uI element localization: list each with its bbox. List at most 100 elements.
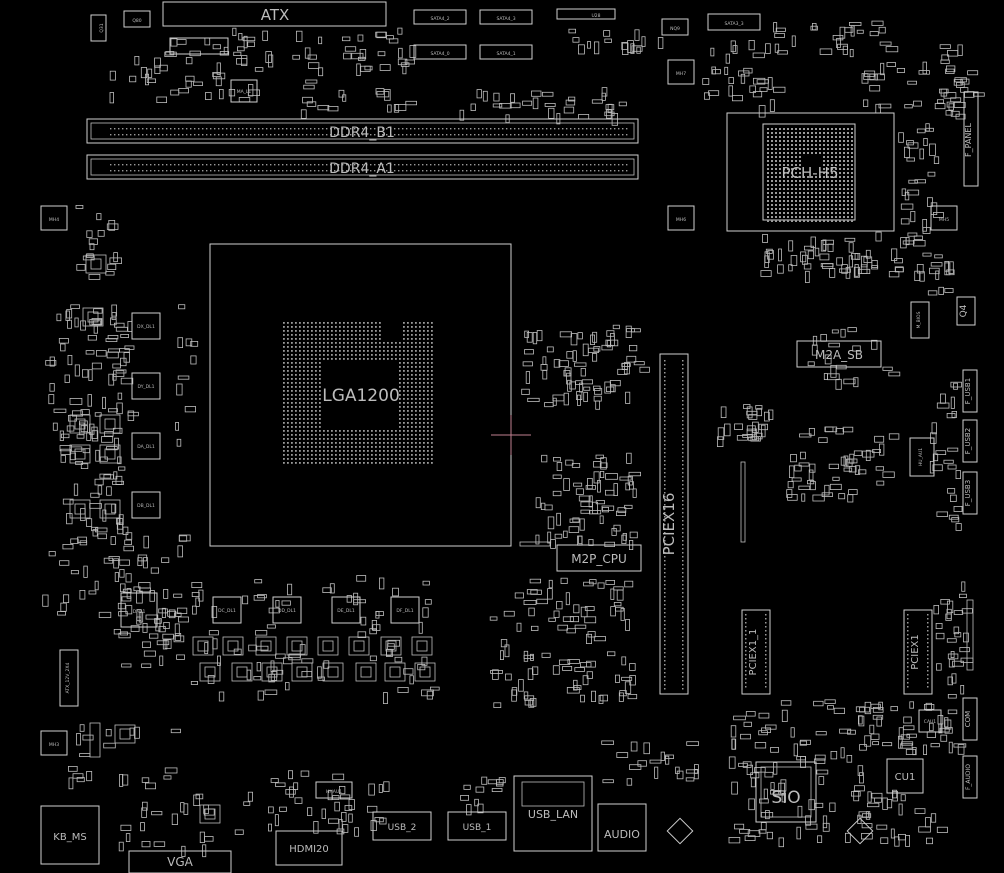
svg-text:NQ9: NQ9 (670, 26, 680, 32)
svg-text:DAU1: DAU1 (133, 609, 146, 615)
cu1-chip: CU1 (886, 758, 924, 794)
q80-component: Q80 (123, 10, 151, 28)
f-audio-header: F_AUDIO (962, 755, 978, 799)
inductor-de: DE_DL1 (331, 596, 361, 624)
atx-label: ATX (261, 6, 290, 24)
svg-text:SATA4_3: SATA4_3 (496, 16, 515, 22)
svg-text:Q80: Q80 (132, 18, 141, 24)
svg-text:DB_DL1: DB_DL1 (137, 503, 155, 509)
svg-text:DDR4_B1: DDR4_B1 (329, 125, 395, 141)
front-panel-header: F_PANEL (963, 91, 979, 187)
m2a-sb-slot: M2A_SB (796, 340, 882, 368)
nq9-component: NQ9 (661, 18, 689, 36)
vga-port: VGA (128, 850, 232, 873)
pch-chip: PCH-H5 (726, 112, 895, 232)
svg-text:DA_DL1: DA_DL1 (137, 444, 155, 450)
usb-lan-port: USB_LAN (513, 775, 593, 852)
f-usb3-header: F_USB3 (962, 471, 978, 515)
svg-text:HU_AU1: HU_AU1 (918, 448, 924, 466)
u28-component: U28 (556, 8, 616, 20)
svg-text:PCIEX16: PCIEX16 (660, 493, 678, 556)
sata-3-3: SATA3_3 (707, 13, 761, 31)
svg-text:DX_DL1: DX_DL1 (137, 324, 155, 330)
inductor-dy: DY_DL1 (131, 372, 161, 400)
dau1-chip: DAU1 (120, 592, 158, 628)
svg-text:COM: COM (964, 711, 972, 727)
svg-text:HHAU1: HHAU1 (326, 789, 342, 795)
svg-text:PCH-H5: PCH-H5 (781, 164, 838, 182)
diamond-part-1 (666, 817, 694, 845)
sata-4-0: SATA4_0 (413, 44, 467, 60)
usb2-port: USB_2 (372, 811, 432, 841)
svg-text:F_USB2: F_USB2 (964, 428, 972, 454)
f-usb1-header: F_USB1 (962, 369, 978, 413)
mount-hole-mh7: MH7 (667, 59, 695, 85)
svg-text:DC_DL1: DC_DL1 (218, 608, 236, 614)
inductor-da: DA_DL1 (131, 432, 161, 460)
svg-text:F_USB1: F_USB1 (964, 378, 972, 404)
svg-text:M2P_CPU: M2P_CPU (571, 552, 627, 566)
kb-ms-port: KB_MS (40, 805, 100, 865)
pciex1-1-slot: PCIEX1_1 (741, 609, 771, 695)
sio-chip: SIO (755, 761, 817, 823)
svg-text:Q4: Q4 (959, 304, 969, 317)
svg-text:SATA4_1: SATA4_1 (496, 51, 515, 57)
svg-text:M_BIOS: M_BIOS (916, 311, 922, 328)
inductor-dc: DC_DL1 (212, 596, 242, 624)
svg-text:MH5: MH5 (939, 217, 949, 223)
pciex16-slot: PCIEX16 (659, 353, 689, 695)
svg-text:PCIEX1_1: PCIEX1_1 (748, 629, 759, 676)
svg-text:SATA3_3: SATA3_3 (724, 21, 743, 27)
mount-hole-mh3: MH3 (40, 730, 68, 756)
svg-text:U28: U28 (591, 13, 600, 19)
svg-text:PCIEX1: PCIEX1 (910, 634, 921, 670)
pciex1-2-slot: PCIEX1 (903, 609, 933, 695)
f-usb2-header: F_USB2 (962, 419, 978, 463)
svg-text:DDR4_A1: DDR4_A1 (329, 161, 395, 177)
svg-text:HDMI20: HDMI20 (289, 844, 329, 855)
hdmi-port: HDMI20 (275, 830, 343, 866)
svg-text:USB_2: USB_2 (388, 823, 417, 833)
svg-text:F_AUDIO: F_AUDIO (965, 764, 972, 790)
sata-4-3: SATA4_3 (479, 9, 533, 25)
svg-text:MH4: MH4 (49, 217, 59, 223)
svg-text:KB_MS: KB_MS (53, 832, 86, 843)
svg-text:AUDIO: AUDIO (604, 828, 640, 841)
crosshair-marker (491, 415, 531, 455)
svg-text:DD_DL1: DD_DL1 (278, 608, 296, 614)
mount-hole-mh6: MH6 (667, 205, 695, 231)
diamond-part-2 (846, 817, 874, 845)
svg-text:LGA1200: LGA1200 (322, 386, 400, 406)
inductor-dd: DD_DL1 (272, 596, 302, 624)
svg-text:MA_L1: MA_L1 (237, 89, 252, 95)
inductor-db: DB_DL1 (131, 491, 161, 519)
svg-text:MH6: MH6 (676, 217, 686, 223)
svg-text:Q31: Q31 (99, 23, 105, 32)
mount-hole-mh4: MH4 (40, 205, 68, 231)
svg-text:F_USB3: F_USB3 (964, 480, 972, 506)
usb1-port: USB_1 (447, 811, 507, 841)
svg-text:SATA4_0: SATA4_0 (430, 51, 449, 57)
svg-text:CAU1: CAU1 (924, 719, 937, 725)
svg-text:USB_1: USB_1 (463, 823, 492, 833)
svg-text:SATA4_2: SATA4_2 (430, 16, 449, 22)
cau1-chip: CAU1 (918, 709, 942, 733)
svg-text:SIO: SIO (771, 788, 800, 808)
sata-4-2: SATA4_2 (413, 9, 467, 25)
ddr4-a1-slot: DDR4_A1 (86, 154, 639, 180)
mount-hole-mh5: MH5 (930, 205, 958, 231)
svg-text:DE_DL1: DE_DL1 (337, 608, 355, 614)
hhau1-chip: HHAU1 (315, 781, 353, 799)
svg-text:MH3: MH3 (49, 742, 59, 748)
svg-text:CU1: CU1 (895, 772, 916, 783)
hu-au1-chip: HU_AU1 (909, 437, 935, 477)
cpu-socket: LGA1200 (209, 243, 512, 547)
m-bios-chip: M_BIOS (910, 301, 930, 339)
component-clutter (42, 20, 985, 858)
com-header: COM (962, 697, 978, 741)
inductor-dx: DX_DL1 (131, 312, 161, 340)
svg-text:ATX_12V_2X4: ATX_12V_2X4 (65, 663, 71, 694)
atx-12v-header: ATX_12V_2X4 (59, 649, 79, 707)
sata-4-1: SATA4_1 (479, 44, 533, 60)
